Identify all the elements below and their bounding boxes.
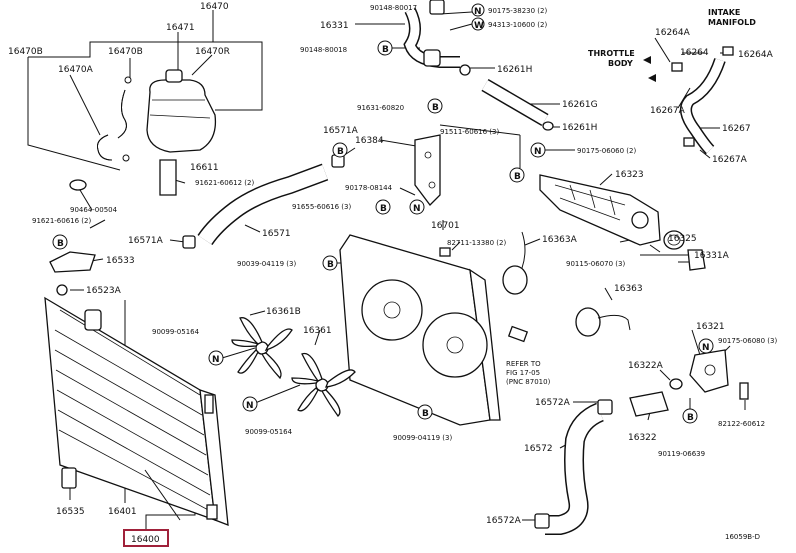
fan-right — [291, 352, 356, 417]
svg-text:W: W — [474, 21, 484, 31]
label-16571a-2: 16571A — [128, 236, 164, 246]
label-82711: 82711-13380 (2) — [447, 239, 506, 247]
label-16363a: 16363A — [542, 235, 578, 245]
label-90178: 90178-08144 — [345, 184, 393, 192]
label-90039: 90039-04119 (3) — [237, 260, 296, 268]
label-16470a: 16470A — [58, 65, 94, 75]
radiator-fins — [54, 309, 213, 513]
part-labels: 16470 16471 16470B 16470B 16470R 16470A … — [8, 2, 777, 541]
label-16267: 16267 — [722, 124, 751, 134]
label-16470b-left: 16470B — [8, 47, 43, 57]
label-16264: 16264 — [680, 48, 709, 58]
label-16471: 16471 — [166, 23, 195, 33]
fan-shroud — [339, 234, 501, 426]
label-16267a: 16267A — [650, 106, 686, 116]
label-16264a-2: 16264A — [738, 50, 774, 60]
svg-text:N: N — [212, 355, 220, 365]
svg-text:B: B — [337, 147, 344, 157]
label-16535: 16535 — [56, 507, 85, 517]
label-90099-a: 90099-05164 — [152, 328, 200, 336]
label-16470: 16470 — [200, 2, 229, 12]
svg-text:N: N — [413, 204, 421, 214]
label-16322: 16322 — [628, 433, 657, 443]
label-90148-80018: 90148-80018 — [300, 46, 347, 54]
label-16264a: 16264A — [655, 28, 691, 38]
thermostat-housing — [414, 134, 706, 271]
label-16701: 16701 — [431, 221, 460, 231]
svg-text:B: B — [514, 172, 521, 182]
label-90119: 90119-06639 — [658, 450, 705, 458]
label-16611: 16611 — [190, 163, 219, 173]
upper-hoses — [403, 0, 734, 155]
label-16261g: 16261G — [562, 100, 598, 110]
symbol-markers: B N W B B N B N B B B N N B N B — [52, 3, 714, 424]
label-16572a: 16572A — [535, 398, 571, 408]
label-16401: 16401 — [108, 507, 137, 517]
label-90175-06080: 90175-06080 (3) — [718, 337, 777, 345]
svg-text:B: B — [382, 45, 389, 55]
lower-hose — [534, 349, 749, 535]
reservoir-assembly — [97, 69, 217, 162]
label-16322a: 16322A — [628, 361, 664, 371]
svg-text:B: B — [687, 413, 694, 423]
fan-motors — [502, 231, 631, 343]
svg-text:B: B — [57, 239, 64, 249]
label-90099-b: 90099-05164 — [245, 428, 293, 436]
label-16571: 16571 — [262, 229, 291, 239]
label-16363: 16363 — [614, 284, 643, 294]
label-91631: 91631-60820 — [357, 104, 404, 112]
radiator-core — [44, 296, 229, 526]
label-16261h: 16261H — [497, 65, 532, 75]
label-91655: 91655-60616 (3) — [292, 203, 351, 211]
label-16400: 16400 — [131, 535, 160, 545]
label-91621-60612: 91621-60612 (2) — [195, 179, 254, 187]
label-16325: 16325 — [668, 234, 697, 244]
label-16572: 16572 — [524, 444, 553, 454]
label-90115: 90115-06070 (3) — [566, 260, 625, 268]
label-16571a: 16571A — [323, 126, 359, 136]
upper-radiator-hose — [49, 154, 345, 296]
svg-text:B: B — [380, 204, 387, 214]
label-16572a-2: 16572A — [486, 516, 522, 526]
svg-text:N: N — [246, 401, 254, 411]
label-16470r: 16470R — [195, 47, 230, 57]
svg-text:B: B — [422, 409, 429, 419]
svg-text:N: N — [474, 7, 482, 17]
label-91621-60616: 91621-60616 (2) — [32, 217, 91, 225]
label-16361: 16361 — [303, 326, 332, 336]
label-90099-04119: 90099-04119 (3) — [393, 434, 452, 442]
label-90464: 90464-00504 — [70, 206, 118, 214]
label-16261h-2: 16261H — [562, 123, 597, 133]
label-16523a: 16523A — [86, 286, 122, 296]
label-16331a: 16331A — [694, 251, 730, 261]
label-16267a-2: 16267A — [712, 155, 748, 165]
label-82122: 82122-60612 — [718, 420, 765, 428]
svg-text:N: N — [534, 147, 542, 157]
label-16323: 16323 — [615, 170, 644, 180]
label-91511: 91511-60616 (3) — [440, 128, 499, 136]
label-90148-80017: 90148-80017 — [370, 4, 417, 12]
label-94313: 94313-10600 (2) — [488, 21, 547, 29]
label-16384: 16384 — [355, 136, 384, 146]
label-16533: 16533 — [106, 256, 135, 266]
highlighted-part-16400[interactable]: 16400 — [123, 529, 169, 547]
svg-text:B: B — [327, 260, 334, 270]
label-90175-38230: 90175-38230 (2) — [488, 7, 547, 15]
svg-text:B: B — [432, 103, 439, 113]
label-90175-06060: 90175-06060 (2) — [577, 147, 636, 155]
svg-text:N: N — [702, 343, 710, 353]
label-16470b: 16470B — [108, 47, 143, 57]
label-16331: 16331 — [320, 21, 349, 31]
label-16321: 16321 — [696, 322, 725, 332]
label-16361b: 16361B — [266, 307, 301, 317]
label-figno: 16059B-D — [725, 533, 760, 541]
fan-left — [231, 317, 293, 380]
